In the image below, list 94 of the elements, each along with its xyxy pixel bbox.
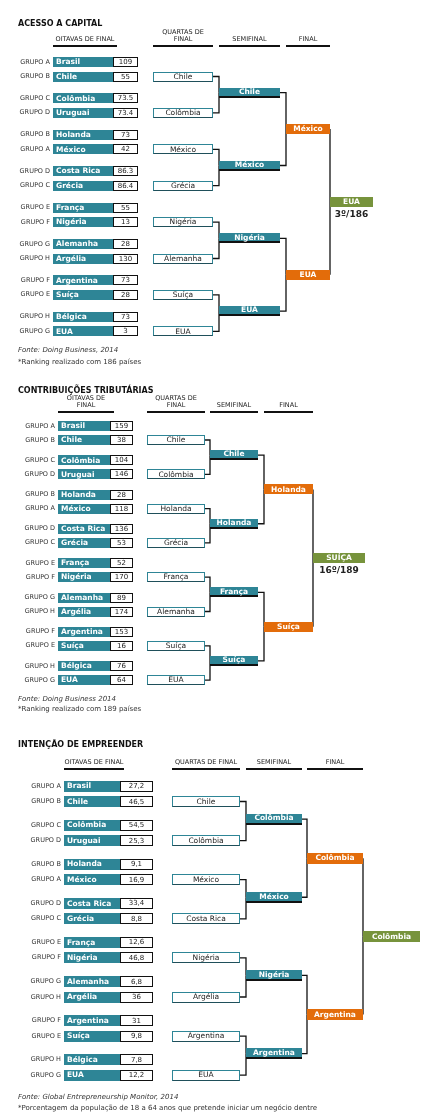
bracket-line — [212, 237, 220, 260]
bracket-line — [239, 957, 247, 977]
country-bar — [53, 217, 138, 228]
ranking-text: 3º/186 — [333, 209, 370, 219]
bracket-line — [204, 454, 211, 475]
country-bar — [53, 202, 138, 213]
bracket-line — [239, 818, 247, 842]
bracket-line — [362, 857, 364, 937]
country-bar — [58, 661, 133, 672]
country-bar — [64, 1054, 153, 1066]
country-bar — [58, 626, 133, 637]
country-bar — [58, 558, 133, 569]
bracket-line — [257, 591, 265, 628]
bracket-line — [312, 488, 314, 559]
country-bar — [58, 489, 133, 500]
country-bar — [64, 835, 153, 847]
country-bar — [53, 71, 138, 82]
bracket-line — [212, 92, 220, 114]
bracket-line — [204, 507, 211, 525]
bracket-line — [212, 310, 220, 332]
country-bar — [53, 129, 138, 140]
country-bar — [53, 253, 138, 264]
country-bar — [53, 275, 138, 286]
country-bar — [53, 326, 138, 337]
bracket-line — [212, 164, 220, 187]
bracket-line — [204, 576, 211, 593]
country-bar — [53, 180, 138, 191]
bracket-line — [239, 1035, 247, 1055]
country-bar — [58, 537, 133, 548]
country-bar — [53, 144, 138, 155]
country-bar — [58, 435, 133, 445]
country-bar — [53, 57, 138, 67]
country-bar — [64, 780, 153, 792]
bracket-line — [239, 974, 247, 998]
bracket-line — [279, 92, 287, 130]
country-bar — [64, 858, 153, 870]
bracket-line — [239, 896, 247, 920]
country-bar — [58, 503, 133, 514]
bracket-line — [204, 645, 211, 662]
bracket-line — [279, 237, 287, 276]
country-bar — [58, 455, 133, 466]
bracket-line — [279, 128, 287, 167]
bracket-line — [239, 1053, 247, 1076]
bracket-line — [212, 148, 220, 167]
bracket-line — [301, 974, 308, 1016]
country-bar — [64, 976, 153, 987]
country-bar — [64, 1030, 153, 1042]
country-bar — [64, 1015, 153, 1027]
bracket-line — [204, 660, 211, 681]
bracket-line — [329, 128, 331, 203]
country-bar — [53, 239, 138, 249]
section-title: INTENÇÃO DE EMPREENDER — [18, 741, 144, 749]
bracket-line — [239, 800, 247, 820]
country-bar — [64, 952, 153, 964]
bracket-line — [212, 221, 220, 239]
country-bar — [53, 107, 138, 118]
country-bar — [58, 675, 133, 686]
country-bar — [64, 796, 153, 807]
country-bar — [58, 523, 133, 534]
country-bar — [58, 592, 133, 603]
bracket-line — [204, 439, 211, 456]
bracket-line — [239, 879, 247, 898]
country-bar — [53, 93, 138, 104]
bracket-line — [212, 75, 220, 94]
country-bar — [64, 819, 153, 831]
country-bar — [58, 421, 133, 431]
country-bar — [64, 913, 153, 925]
bracket-line — [301, 857, 308, 898]
bracket-line — [204, 523, 211, 544]
bracket-line — [279, 274, 287, 312]
bracket-line — [301, 818, 308, 859]
country-bar — [58, 606, 133, 617]
section-title: ACESSO A CAPITAL — [18, 20, 103, 28]
bracket-line — [362, 935, 364, 1016]
country-bar — [64, 936, 153, 948]
country-bar — [53, 311, 138, 322]
country-bar — [64, 897, 153, 909]
bracket-line — [301, 1013, 308, 1055]
country-bar — [58, 572, 133, 583]
country-bar — [58, 469, 133, 480]
ranking-text: 16º/189 — [318, 566, 360, 576]
bracket-line — [257, 488, 265, 525]
bracket-line — [204, 591, 211, 613]
country-bar — [64, 874, 153, 886]
country-bar — [53, 166, 138, 177]
bracket-line — [212, 294, 220, 312]
country-bar — [58, 640, 133, 651]
country-bar — [53, 289, 138, 300]
bracket-line — [257, 626, 265, 662]
country-bar — [64, 991, 153, 1003]
country-bar — [64, 1069, 153, 1081]
bracket-line — [329, 201, 331, 276]
bracket-line — [312, 557, 314, 628]
bracket-line — [257, 454, 265, 491]
